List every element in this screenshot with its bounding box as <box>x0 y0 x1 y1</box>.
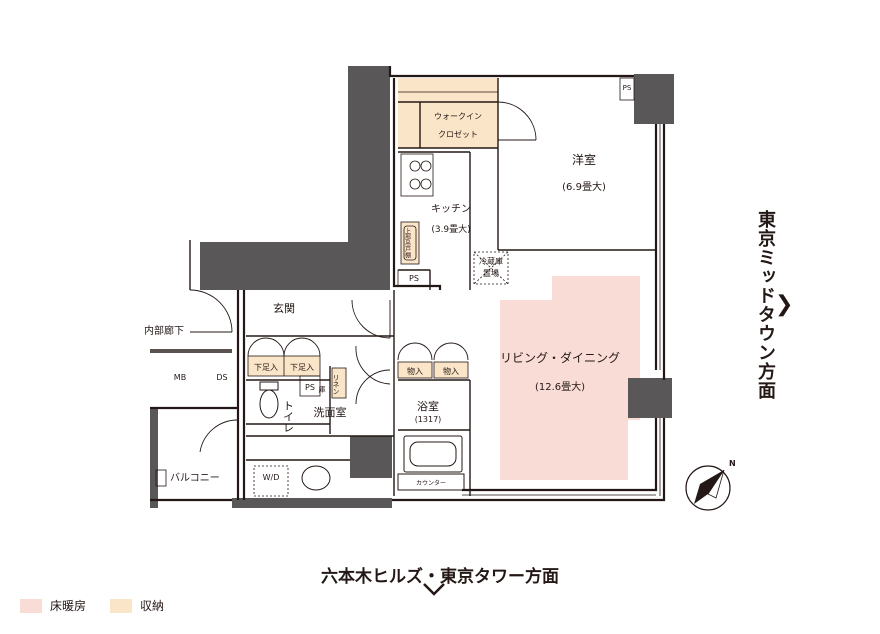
north-label: N <box>729 459 736 468</box>
storage-label-2: 物入 <box>443 366 459 376</box>
door-swings <box>189 101 537 458</box>
bathtub-icon <box>397 435 465 491</box>
inner-corridor-label: 内部廊下 <box>144 324 184 337</box>
linen-label: リネン <box>332 374 340 395</box>
mb-label: MB <box>174 373 186 382</box>
cabinet-label: 庫 <box>318 385 326 394</box>
washroom-label: 洗面室 <box>314 405 347 419</box>
living-dining-size: (12.6畳大) <box>535 380 585 393</box>
western-room-label: 洋室 <box>572 152 596 167</box>
kitchen-sink-icon <box>403 225 417 261</box>
stove-icon <box>400 153 434 197</box>
western-room-size: (6.9畳大) <box>562 180 606 193</box>
kitchen-size: (3.9畳大) <box>431 223 470 235</box>
upper-cabinet-label: 上部吊戸棚 <box>404 227 411 259</box>
kitchen-label: キッチン <box>431 203 471 215</box>
fridge-space-label-2: 置場 <box>483 268 499 278</box>
legend-floor-heating: 床暖房 <box>20 597 86 614</box>
entrance-label: 玄関 <box>273 301 295 315</box>
wash-basin-icon <box>301 465 331 491</box>
floor-heating-area <box>500 276 640 480</box>
washer-dryer-icon <box>253 465 289 497</box>
chevron-right-icon: ❯ <box>775 292 794 317</box>
legend-storage: 収納 <box>110 597 164 614</box>
direction-label-right: 東京ミッドタウン方面 <box>755 210 776 400</box>
storage-area-1 <box>397 361 433 379</box>
upper-cabinet-area <box>400 221 420 265</box>
bathroom-size: (1317) <box>415 415 442 424</box>
walk-in-closet-area <box>398 78 498 148</box>
storage-label: 収納 <box>140 599 165 613</box>
floor-heating-swatch <box>20 598 42 613</box>
structure-columns <box>150 66 674 508</box>
shoe-box-label-2: 下足入 <box>290 363 314 372</box>
toilet-icon <box>259 381 279 419</box>
ds-label: DS <box>216 373 227 382</box>
ps-top-label: PS <box>623 84 632 92</box>
floor-heating-label: 床暖房 <box>50 599 87 613</box>
storage-label-1: 物入 <box>407 366 423 376</box>
bathroom-label: 浴室 <box>417 399 439 413</box>
storage-area-2 <box>433 361 469 379</box>
counter-label: カウンター <box>416 479 446 487</box>
washer-dryer-label: W/D <box>263 473 280 482</box>
balcony-label: バルコニー <box>170 472 220 484</box>
living-dining-label: リビング・ダイニング <box>500 350 620 365</box>
walk-in-closet-label-1: ウォークイン <box>434 112 482 121</box>
ps-kitchen-label: PS <box>409 274 419 283</box>
shoe-box-label-1: 下足入 <box>254 363 278 372</box>
balcony-outdoor-unit-icon <box>155 469 167 487</box>
chevron-down-icon <box>423 583 445 596</box>
linen-area <box>331 367 347 399</box>
fridge-space-label-1: 冷蔵庫 <box>479 256 503 266</box>
ps-wash-label: PS <box>305 383 315 392</box>
direction-label-bottom: 六本木ヒルズ・東京タワー方面 <box>321 567 559 587</box>
walk-in-closet-label-2: クロゼット <box>438 129 478 139</box>
north-compass: N <box>685 459 736 511</box>
toilet-label: トイレ <box>282 400 295 433</box>
storage-swatch <box>110 598 132 613</box>
